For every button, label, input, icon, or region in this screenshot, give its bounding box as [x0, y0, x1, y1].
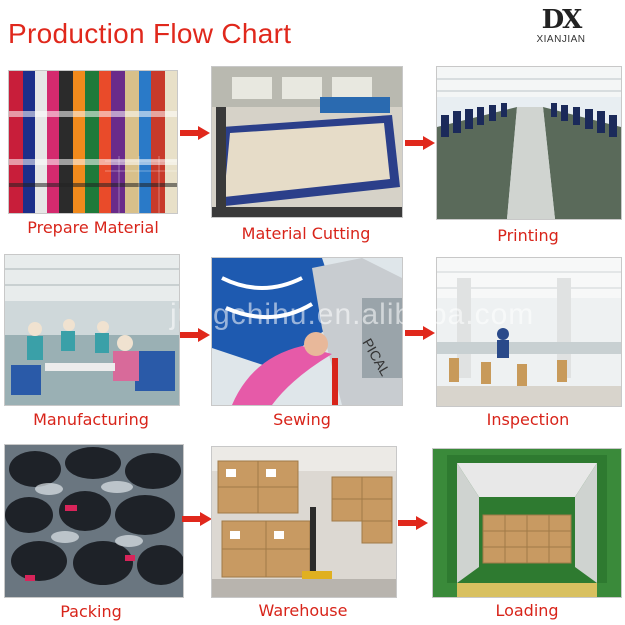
photo-printing [436, 66, 622, 220]
step-label-manufacturing: Manufacturing [33, 410, 149, 429]
photo-material-cutting [211, 66, 403, 218]
page-title: Production Flow Chart [8, 18, 292, 49]
watermark: jungchihu.en.alibaba.com [170, 298, 535, 331]
photo-inspection [436, 257, 622, 407]
arrow-4-5 [180, 328, 210, 342]
photo-loading [432, 448, 622, 598]
photo-packing [4, 444, 184, 598]
brand-logo: DX XIANJIAN [518, 6, 604, 50]
arrow-8-9 [398, 516, 428, 530]
step-label-printing: Printing [497, 226, 559, 245]
step-label-material-cutting: Material Cutting [241, 224, 371, 243]
step-label-inspection: Inspection [486, 410, 570, 429]
arrow-1-2 [180, 126, 210, 140]
step-label-loading: Loading [495, 601, 559, 620]
arrow-5-6 [405, 326, 435, 340]
step-label-sewing: Sewing [273, 410, 331, 429]
arrow-7-8 [182, 512, 212, 526]
photo-prepare-material [8, 70, 178, 214]
logo-text: XIANJIAN [536, 34, 586, 45]
arrow-2-3 [405, 136, 435, 150]
photo-sewing: PICAL [211, 257, 403, 406]
step-label-packing: Packing [60, 602, 122, 621]
photo-manufacturing [4, 254, 180, 406]
step-label-prepare-material: Prepare Material [27, 218, 159, 237]
photo-warehouse [211, 446, 397, 598]
logo-mark: DX [541, 5, 583, 35]
step-label-warehouse: Warehouse [258, 601, 348, 620]
